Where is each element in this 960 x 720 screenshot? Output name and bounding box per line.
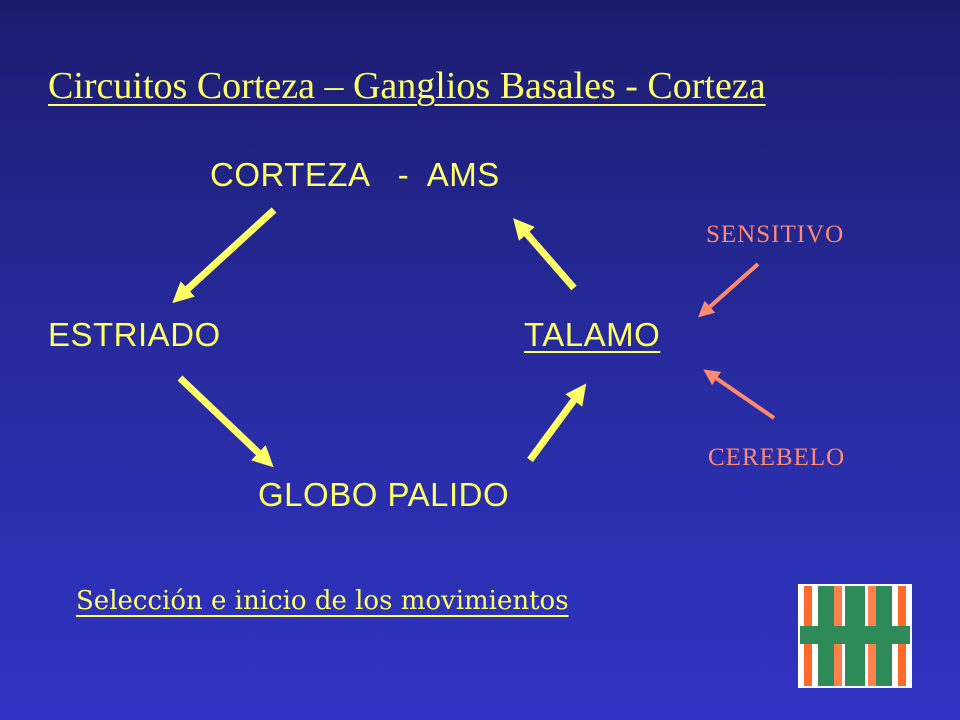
arrow-corteza-to-estriado: [172, 207, 277, 304]
arrow-sensitivo-to-talamo: [698, 262, 760, 318]
arrow-cerebelo-to-talamo: [703, 369, 776, 420]
node-talamo: TALAMO: [524, 316, 661, 353]
green-cross-logo-icon: [798, 584, 912, 688]
node-corteza-ams: CORTEZA - AMS: [210, 156, 500, 193]
input-sensitivo-label: SENSITIVO: [706, 221, 845, 248]
arrow-talamo-to-corteza: [513, 218, 577, 291]
input-cerebelo-label: CEREBELO: [708, 444, 846, 471]
node-globo-palido: GLOBO PALIDO: [258, 476, 510, 513]
slide-title: Circuitos Corteza – Ganglios Basales - C…: [48, 65, 766, 107]
arrow-estriado-to-globo-palido: [177, 375, 274, 468]
node-estriado: ESTRIADO: [48, 316, 221, 353]
slide-caption: Selección e inicio de los movimientos: [76, 586, 569, 616]
arrow-globo-palido-to-talamo: [527, 383, 587, 463]
